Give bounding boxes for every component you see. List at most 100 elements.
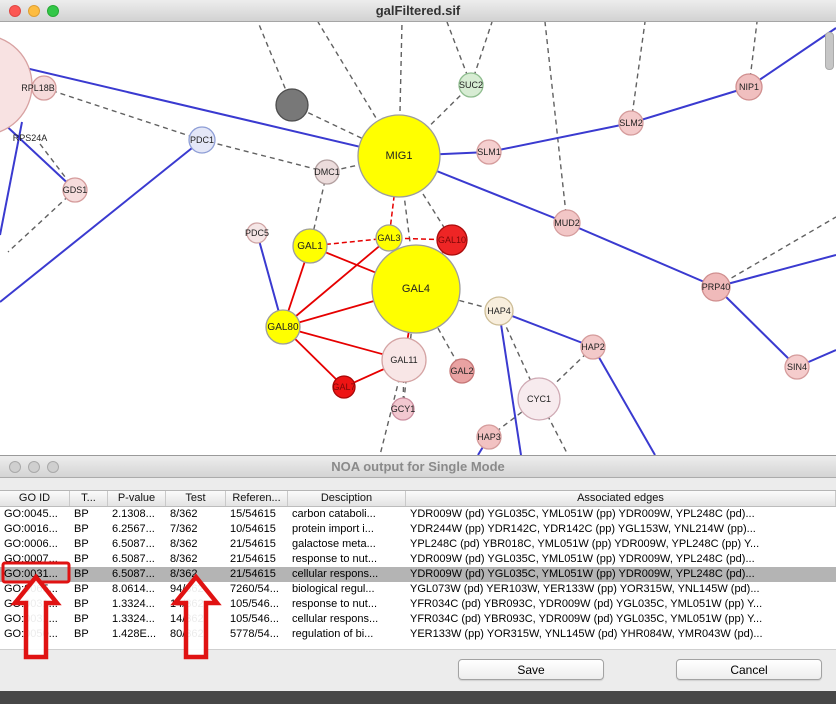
network-node-label: GCY1 (391, 404, 416, 414)
network-node-PRP40[interactable] (701, 272, 731, 302)
zoom-button[interactable] (47, 461, 59, 473)
noa-titlebar: NOA output for Single Mode (0, 456, 836, 478)
network-edge (43, 87, 203, 141)
table-cell: GO:0031... (4, 598, 58, 610)
network-node-MUD2[interactable] (553, 209, 581, 237)
table-cell: BP (74, 568, 89, 580)
table-cell: GO:0031... (4, 568, 58, 580)
table-cell: GO:0031... (4, 613, 58, 625)
column-header[interactable]: Desciption (288, 491, 406, 506)
network-canvas[interactable]: RPL18BPDC1MIG1SUC2SLM1SLM2NIP1DMC1GDS1PD… (0, 22, 836, 455)
table-cell: 8/362 (170, 538, 198, 550)
network-node-HAP4[interactable] (484, 296, 514, 326)
table-cell: response to nut... (292, 553, 377, 565)
network-node-GRAY[interactable] (275, 88, 309, 122)
table-cell: 6.2567... (112, 523, 155, 535)
cancel-button[interactable]: Cancel (676, 659, 822, 680)
table-cell: 6.5087... (112, 568, 155, 580)
table-cell: 1.3324... (112, 613, 155, 625)
network-node-DMC1[interactable] (314, 159, 340, 185)
table-cell: 105/546... (230, 598, 279, 610)
network-node-NIP1[interactable] (735, 73, 763, 101)
table-cell: YFR034C (pd) YBR093C, YDR009W (pd) YGL03… (410, 598, 763, 610)
network-node-GAL10[interactable] (436, 224, 468, 256)
noa-window-title: NOA output for Single Mode (331, 459, 505, 474)
column-header[interactable]: GO ID (0, 491, 70, 506)
network-node-label: SUC2 (459, 80, 483, 90)
table-cell: biological regul... (292, 583, 375, 595)
column-header[interactable]: Associated edges (406, 491, 836, 506)
network-node-label: GAL2 (450, 366, 473, 376)
network-node-GAL2[interactable] (449, 358, 475, 384)
network-edge (291, 104, 400, 157)
network-node-label: DMC1 (314, 167, 340, 177)
network-edge (592, 346, 656, 455)
network-floating-label: RPS24A (13, 133, 48, 143)
network-node-label: GAL4 (402, 283, 430, 295)
network-node-SLM1[interactable] (476, 139, 502, 165)
network-node-GAL1[interactable] (292, 228, 328, 264)
network-node-CYC1[interactable] (517, 377, 561, 421)
network-node-RPL18B[interactable] (31, 75, 57, 101)
network-edge (498, 310, 522, 455)
table-cell: 105/546... (230, 613, 279, 625)
minimize-button[interactable] (28, 5, 40, 17)
network-node-PDC1[interactable] (188, 126, 216, 154)
network-node-label: MUD2 (554, 218, 580, 228)
minimize-button[interactable] (28, 461, 40, 473)
table-cell: galactose meta... (292, 538, 376, 550)
table-cell: GO:0045... (4, 508, 58, 520)
column-header[interactable]: Referen... (226, 491, 288, 506)
network-node-GDS1[interactable] (62, 177, 88, 203)
network-node-PDC5[interactable] (246, 222, 268, 244)
network-node-GAL11[interactable] (381, 337, 427, 383)
zoom-button[interactable] (47, 5, 59, 17)
table-cell: carbon cataboli... (292, 508, 376, 520)
network-edge (715, 286, 798, 368)
network-node-GCY1[interactable] (391, 397, 415, 421)
table-cell: BP (74, 583, 89, 595)
network-node-HAP2[interactable] (580, 334, 606, 360)
table-cell: YDR009W (pd) YGL035C, YML051W (pp) YDR00… (410, 508, 755, 520)
close-button[interactable] (9, 5, 21, 17)
network-edge (282, 237, 390, 328)
network-node-HAP3[interactable] (476, 424, 502, 450)
network-edge (498, 310, 594, 348)
network-edge (0, 121, 23, 236)
table-cell: 21/54615 (230, 553, 276, 565)
scrollbar-thumb[interactable] (825, 32, 834, 70)
save-button[interactable]: Save (458, 659, 604, 680)
close-button[interactable] (9, 461, 21, 473)
network-edge (317, 22, 400, 157)
network-node-SUC2[interactable] (458, 72, 484, 98)
column-header[interactable]: Test (166, 491, 226, 506)
network-node-label: SLM2 (619, 118, 643, 128)
column-header[interactable]: T... (70, 491, 108, 506)
network-titlebar: galFiltered.sif (0, 0, 836, 22)
column-header[interactable]: P-value (108, 491, 166, 506)
network-node-MIG1[interactable] (357, 114, 441, 198)
network-node-GAL80[interactable] (265, 309, 301, 345)
network-node-SLM2[interactable] (618, 110, 644, 136)
network-edge (544, 22, 568, 224)
network-node-GAL7[interactable] (332, 375, 356, 399)
network-edge (630, 22, 646, 124)
network-node-GAL4[interactable] (371, 244, 461, 334)
table-cell: 8/362 (170, 553, 198, 565)
table-cell: 6.5087... (112, 538, 155, 550)
network-node-GAL3[interactable] (375, 224, 403, 252)
table-cell: 94/362 (170, 583, 204, 595)
network-node-label: SLM1 (477, 147, 501, 157)
network-node-SIN4[interactable] (784, 354, 810, 380)
